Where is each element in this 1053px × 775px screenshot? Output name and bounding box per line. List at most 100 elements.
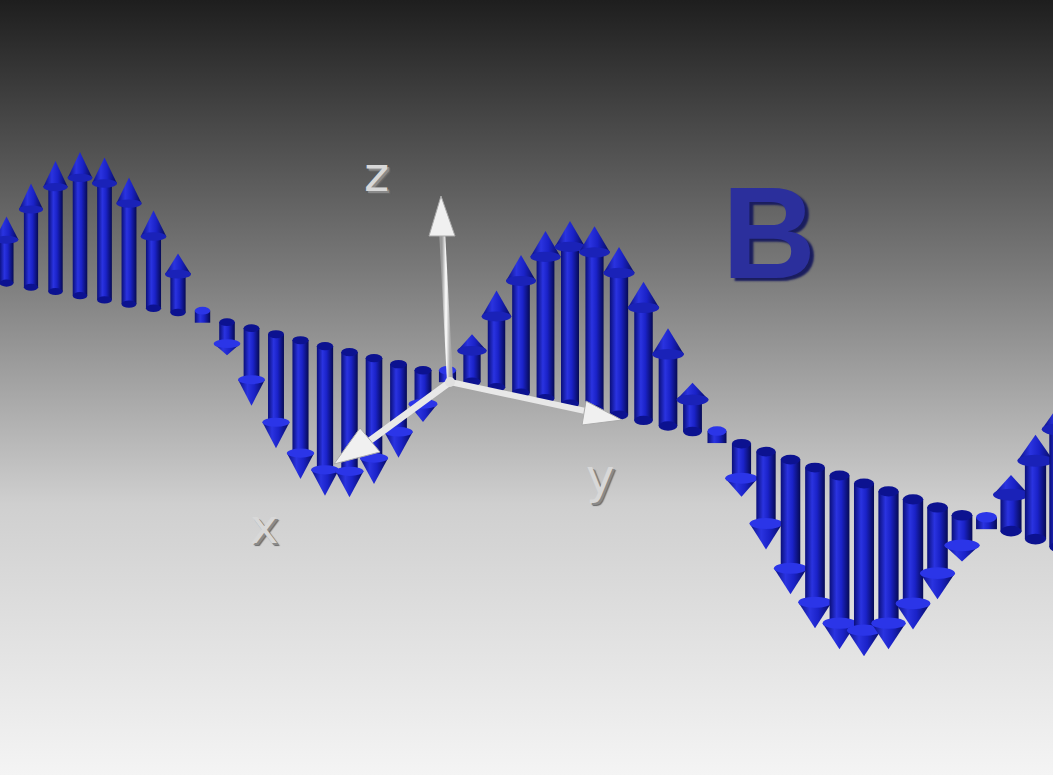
arrow-cap xyxy=(195,307,210,315)
arrow-shaft xyxy=(0,240,14,283)
field-arrow xyxy=(360,354,388,484)
arrow-base xyxy=(683,427,702,436)
arrow-base xyxy=(97,296,112,303)
arrow-head-rim xyxy=(750,518,783,529)
arrow-base xyxy=(756,447,775,457)
arrow-head-rim xyxy=(457,346,486,356)
arrow-shaft xyxy=(561,247,579,404)
arrow-base xyxy=(341,348,357,356)
field-arrow xyxy=(555,221,586,408)
field-arrow xyxy=(1042,403,1053,552)
arrow-shaft xyxy=(73,178,88,296)
arrow-head-rim xyxy=(92,179,117,187)
field-arrow xyxy=(0,216,18,286)
field-arrow xyxy=(774,455,807,595)
arrow-head-rim xyxy=(530,252,560,262)
arrow-head-rim xyxy=(43,183,67,191)
field-arrow xyxy=(652,328,684,430)
arrow-shaft xyxy=(244,328,260,380)
arrow-shaft xyxy=(146,237,161,309)
arrow-head-rim xyxy=(920,567,955,579)
field-arrow xyxy=(707,426,726,443)
arrow-head-rim xyxy=(482,312,512,322)
arrow-shaft xyxy=(634,308,653,421)
arrow-shaft xyxy=(781,460,801,569)
arrow-base xyxy=(366,354,383,362)
arrow-base xyxy=(0,280,14,287)
arrow-head-rim xyxy=(311,465,339,474)
field-arrow xyxy=(165,254,191,317)
arrow-base xyxy=(805,463,825,473)
field-arrow xyxy=(944,510,979,561)
arrow-shaft xyxy=(97,184,112,300)
arrow-shaft xyxy=(512,281,530,393)
field-arrow xyxy=(603,247,634,420)
arrow-base xyxy=(244,324,260,332)
arrow-base xyxy=(781,455,801,465)
arrow-head-rim xyxy=(262,418,289,427)
arrow-shaft xyxy=(805,468,825,603)
arrow-shaft xyxy=(1049,429,1053,547)
arrow-cap xyxy=(976,512,997,522)
axis-label: z xyxy=(364,150,389,198)
x-axis xyxy=(368,382,450,442)
axis-origin xyxy=(445,377,455,387)
arrow-shaft xyxy=(756,452,775,524)
arrow-shaft xyxy=(170,274,185,312)
arrow-shaft xyxy=(537,257,555,398)
arrow-shaft xyxy=(292,340,308,453)
arrow-head-rim xyxy=(798,597,831,608)
arrow-base xyxy=(73,292,88,299)
arrow-base xyxy=(317,342,333,350)
arrow-base xyxy=(415,366,432,374)
arrow-shaft xyxy=(878,491,898,623)
arrow-base xyxy=(48,288,62,295)
arrow-base xyxy=(830,471,850,481)
arrow-head-rim xyxy=(19,205,43,213)
field-arrow xyxy=(993,475,1029,536)
arrow-base xyxy=(903,494,923,504)
arrow-head-rim xyxy=(287,449,314,458)
field-arrow xyxy=(68,152,93,299)
field-arrows xyxy=(0,152,1053,656)
arrow-shaft xyxy=(317,346,333,470)
arrow-shaft xyxy=(854,483,874,630)
arrow-head-rim xyxy=(774,563,807,574)
arrow-shaft xyxy=(659,354,678,426)
field-arrow xyxy=(116,178,141,308)
field-arrow xyxy=(896,494,931,629)
arrow-base xyxy=(1000,526,1021,537)
arrow-base xyxy=(292,336,308,344)
arrow-head-rim xyxy=(336,467,364,476)
field-arrow xyxy=(920,502,955,599)
coordinate-axes xyxy=(334,196,622,464)
field-arrow xyxy=(195,307,210,323)
arrow-base xyxy=(952,510,973,520)
arrow-head-rim xyxy=(944,539,979,551)
x-axis-head xyxy=(334,428,380,464)
arrow-shaft xyxy=(122,204,137,305)
arrow-base xyxy=(268,330,284,338)
arrow-head-rim xyxy=(725,473,758,484)
arrow-head-rim xyxy=(896,598,931,610)
field-arrow xyxy=(92,158,117,304)
arrow-head-rim xyxy=(141,232,167,241)
field-arrow xyxy=(262,330,289,448)
field-arrow xyxy=(676,383,708,436)
field-arrow xyxy=(141,211,167,312)
field-arrow xyxy=(311,342,339,496)
field-arrow xyxy=(457,334,486,386)
arrow-base xyxy=(927,502,948,512)
field-arrow xyxy=(798,463,831,629)
arrow-base xyxy=(122,300,137,307)
arrow-shaft xyxy=(488,316,505,387)
arrow-base xyxy=(878,486,898,496)
y-axis xyxy=(450,382,590,412)
field-arrow xyxy=(43,161,67,295)
field-arrow xyxy=(287,336,314,479)
arrow-shaft xyxy=(24,209,38,287)
arrow-head-rim xyxy=(1017,455,1053,467)
arrow-base xyxy=(24,284,38,291)
arrow-head-rim xyxy=(0,236,18,244)
arrow-base xyxy=(1025,534,1046,545)
